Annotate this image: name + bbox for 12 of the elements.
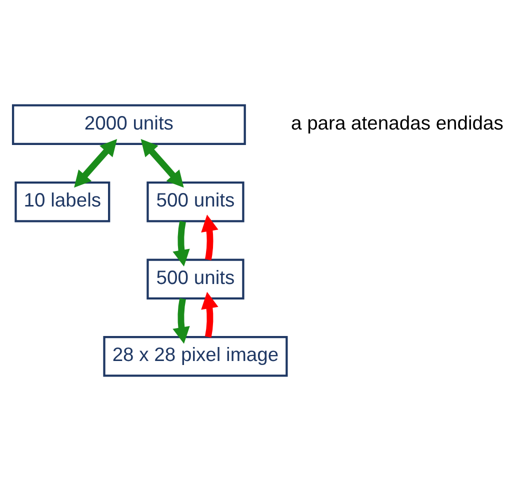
node-box: 10 labels — [14, 181, 110, 222]
node-box: 500 units — [146, 258, 244, 300]
arrow — [172, 220, 190, 267]
arrow — [74, 139, 118, 188]
node-box: 500 units — [146, 181, 244, 222]
arrow — [140, 139, 184, 188]
node-box: 28 x 28 pixel image — [103, 336, 288, 377]
arrow — [172, 298, 190, 344]
arrow — [201, 292, 218, 338]
label: a para atenadas endidas — [290, 113, 504, 134]
node-box: 2000 units — [12, 104, 246, 145]
arrow — [201, 214, 218, 260]
